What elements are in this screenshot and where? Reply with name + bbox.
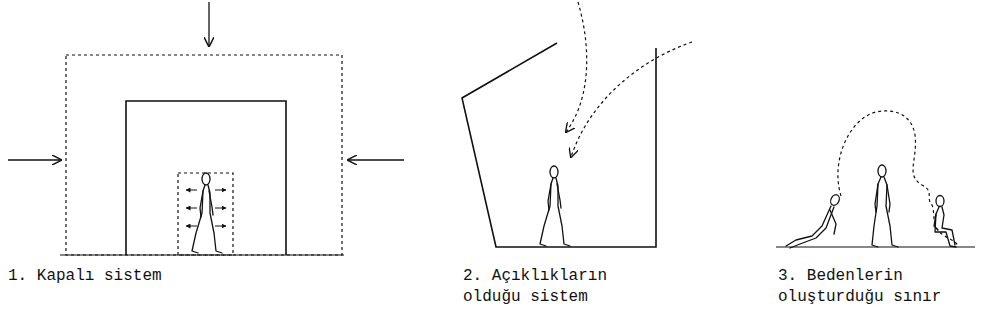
figure-caption: 1. Kapalı sistem: [8, 266, 308, 287]
body-boundary-figure: [776, 111, 975, 248]
figure-caption: 3. Bedenlerin oluşturduğu sınır: [778, 266, 978, 308]
figure-caption: 2. Açıklıkların olduğu sistem: [463, 266, 623, 308]
closed-system-figure: [8, 2, 404, 255]
open-system-figure: [462, 2, 692, 247]
